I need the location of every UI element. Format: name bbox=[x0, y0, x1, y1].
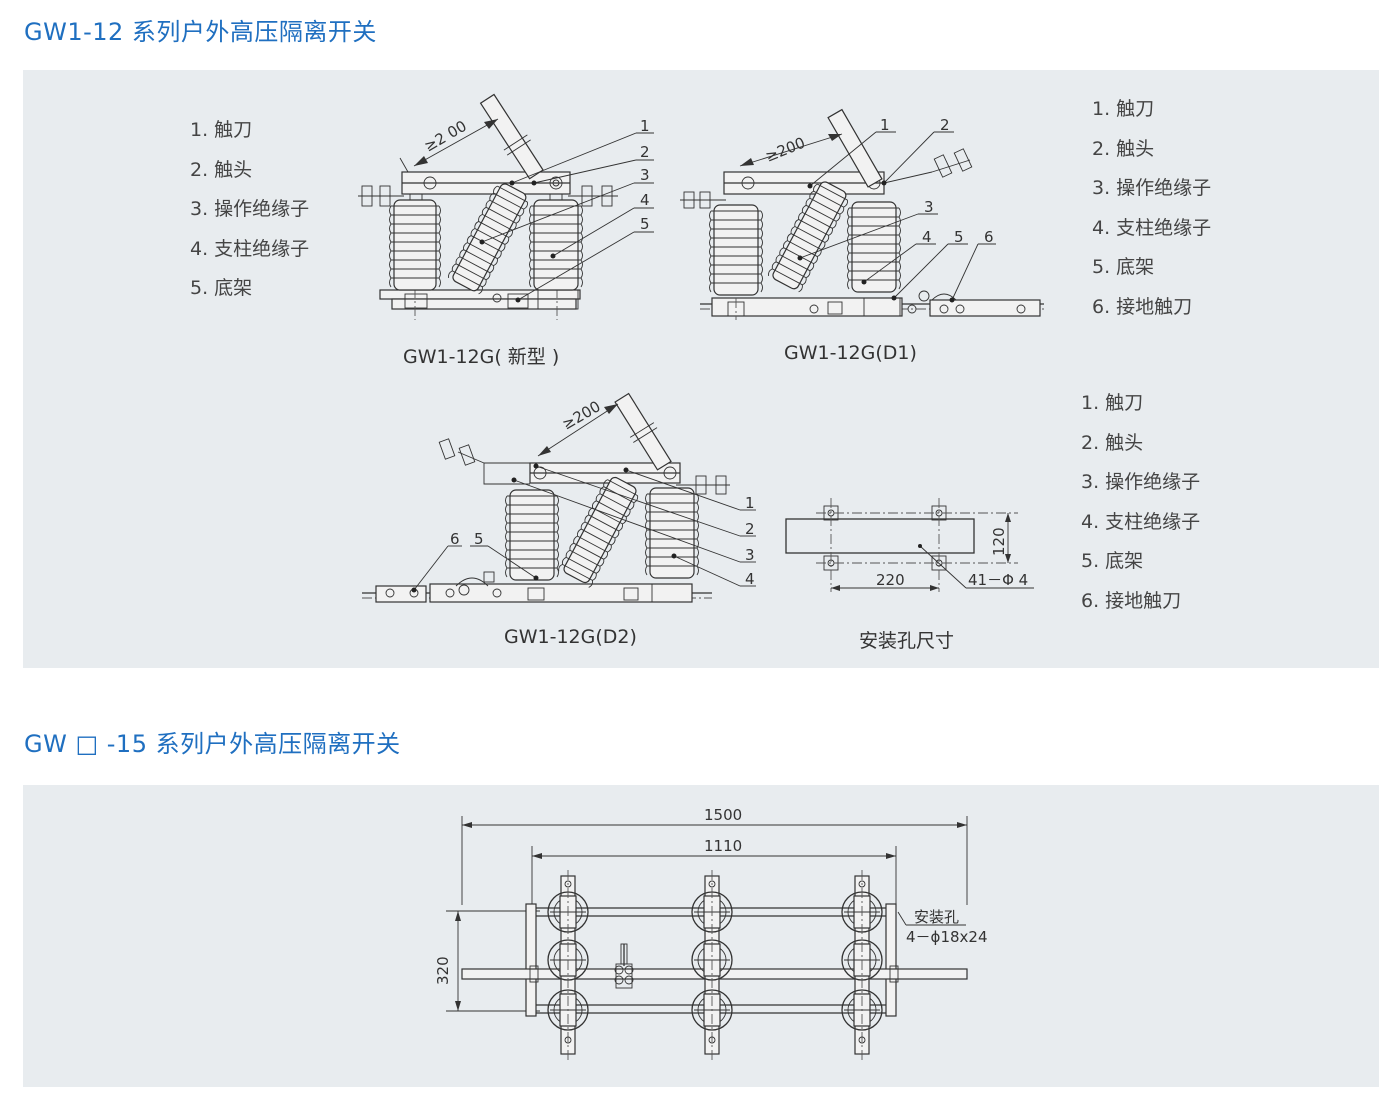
section2-title: GW □ -15 系列户外高压隔离开关 bbox=[24, 730, 401, 758]
callout-3: 3 bbox=[924, 198, 934, 216]
dim-320: 320 bbox=[434, 956, 452, 985]
legend-item: 5. 底架 bbox=[1092, 256, 1155, 278]
pole bbox=[547, 870, 589, 1060]
post-insulator-right bbox=[645, 487, 699, 579]
post-insulator-left bbox=[709, 204, 763, 296]
legend-item: 2. 触头 bbox=[190, 158, 253, 181]
callout-6: 6 bbox=[984, 228, 994, 246]
caption-d2: GW1-12G(D2) bbox=[504, 626, 637, 648]
operating-insulator bbox=[768, 181, 848, 293]
legend-item: 1. 触刀 bbox=[1081, 392, 1144, 414]
dim-1500: 1500 bbox=[704, 806, 742, 824]
section1-title: GW1-12 系列户外高压隔离开关 bbox=[24, 18, 377, 46]
caption-new: GW1-12G( 新型 ) bbox=[403, 346, 560, 368]
callout-5: 5 bbox=[640, 215, 650, 233]
callout-6: 6 bbox=[450, 530, 460, 548]
legend-item: 5. 底架 bbox=[1081, 550, 1144, 572]
callout-2: 2 bbox=[940, 116, 950, 134]
callout-3: 3 bbox=[745, 546, 755, 564]
callout-1: 1 bbox=[880, 116, 890, 134]
pole bbox=[691, 870, 733, 1060]
operating-insulator bbox=[448, 183, 528, 295]
legend-item: 3. 操作绝缘子 bbox=[1092, 177, 1212, 199]
section2-panel bbox=[23, 785, 1379, 1087]
legend-item: 3. 操作绝缘子 bbox=[190, 198, 310, 220]
legend-d2: 1. 触刀 2. 触头 3. 操作绝缘子 4. 支柱绝缘子 5. 底架 6. 接… bbox=[1081, 384, 1200, 621]
legend-d1: 1. 触刀 2. 触头 3. 操作绝缘子 4. 支柱绝缘子 5. 底架 6. 接… bbox=[1092, 90, 1211, 327]
mount-label: 安装孔 bbox=[914, 908, 959, 926]
legend-item: 4. 支柱绝缘子 bbox=[1081, 510, 1201, 533]
legend-item: 1. 触刀 bbox=[190, 119, 253, 141]
operating-insulator bbox=[558, 476, 639, 588]
legend-item: 5. 底架 bbox=[190, 277, 253, 299]
callout-2: 2 bbox=[640, 143, 650, 161]
legend-item: 2. 触头 bbox=[1092, 137, 1155, 160]
callout-5: 5 bbox=[474, 530, 484, 548]
legend-item: 3. 操作绝缘子 bbox=[1081, 471, 1201, 493]
callout-4: 4 bbox=[922, 228, 932, 246]
post-insulator-left bbox=[389, 199, 441, 291]
callout-1: 1 bbox=[745, 494, 755, 512]
post-insulator-right bbox=[847, 201, 901, 293]
legend-new: 1. 触刀 2. 触头 3. 操作绝缘子 4. 支柱绝缘子 5. 底架 bbox=[190, 111, 309, 309]
callout-4: 4 bbox=[640, 191, 650, 209]
dim-holes: 41－Φ 4 bbox=[968, 571, 1028, 589]
dim-220: 220 bbox=[876, 571, 905, 589]
post-insulator-left bbox=[505, 489, 559, 581]
callout-2: 2 bbox=[745, 520, 755, 538]
legend-item: 6. 接地触刀 bbox=[1081, 589, 1182, 612]
legend-item: 6. 接地触刀 bbox=[1092, 295, 1193, 318]
dim-120: 120 bbox=[990, 527, 1008, 556]
callout-4: 4 bbox=[745, 570, 755, 588]
caption-d1: GW1-12G(D1) bbox=[784, 342, 917, 364]
operating-handle bbox=[614, 943, 634, 989]
legend-item: 2. 触头 bbox=[1081, 431, 1144, 454]
callout-3: 3 bbox=[640, 166, 650, 184]
callout-5: 5 bbox=[954, 228, 964, 246]
callout-1: 1 bbox=[640, 117, 650, 135]
dim-1110: 1110 bbox=[704, 837, 742, 855]
legend-item: 1. 触刀 bbox=[1092, 98, 1155, 120]
caption-holes: 安装孔尺寸 bbox=[859, 630, 955, 652]
pole bbox=[841, 870, 883, 1060]
mount-spec: 4－ϕ18x24 bbox=[906, 928, 988, 946]
legend-item: 4. 支柱绝缘子 bbox=[190, 237, 310, 260]
legend-item: 4. 支柱绝缘子 bbox=[1092, 216, 1212, 239]
